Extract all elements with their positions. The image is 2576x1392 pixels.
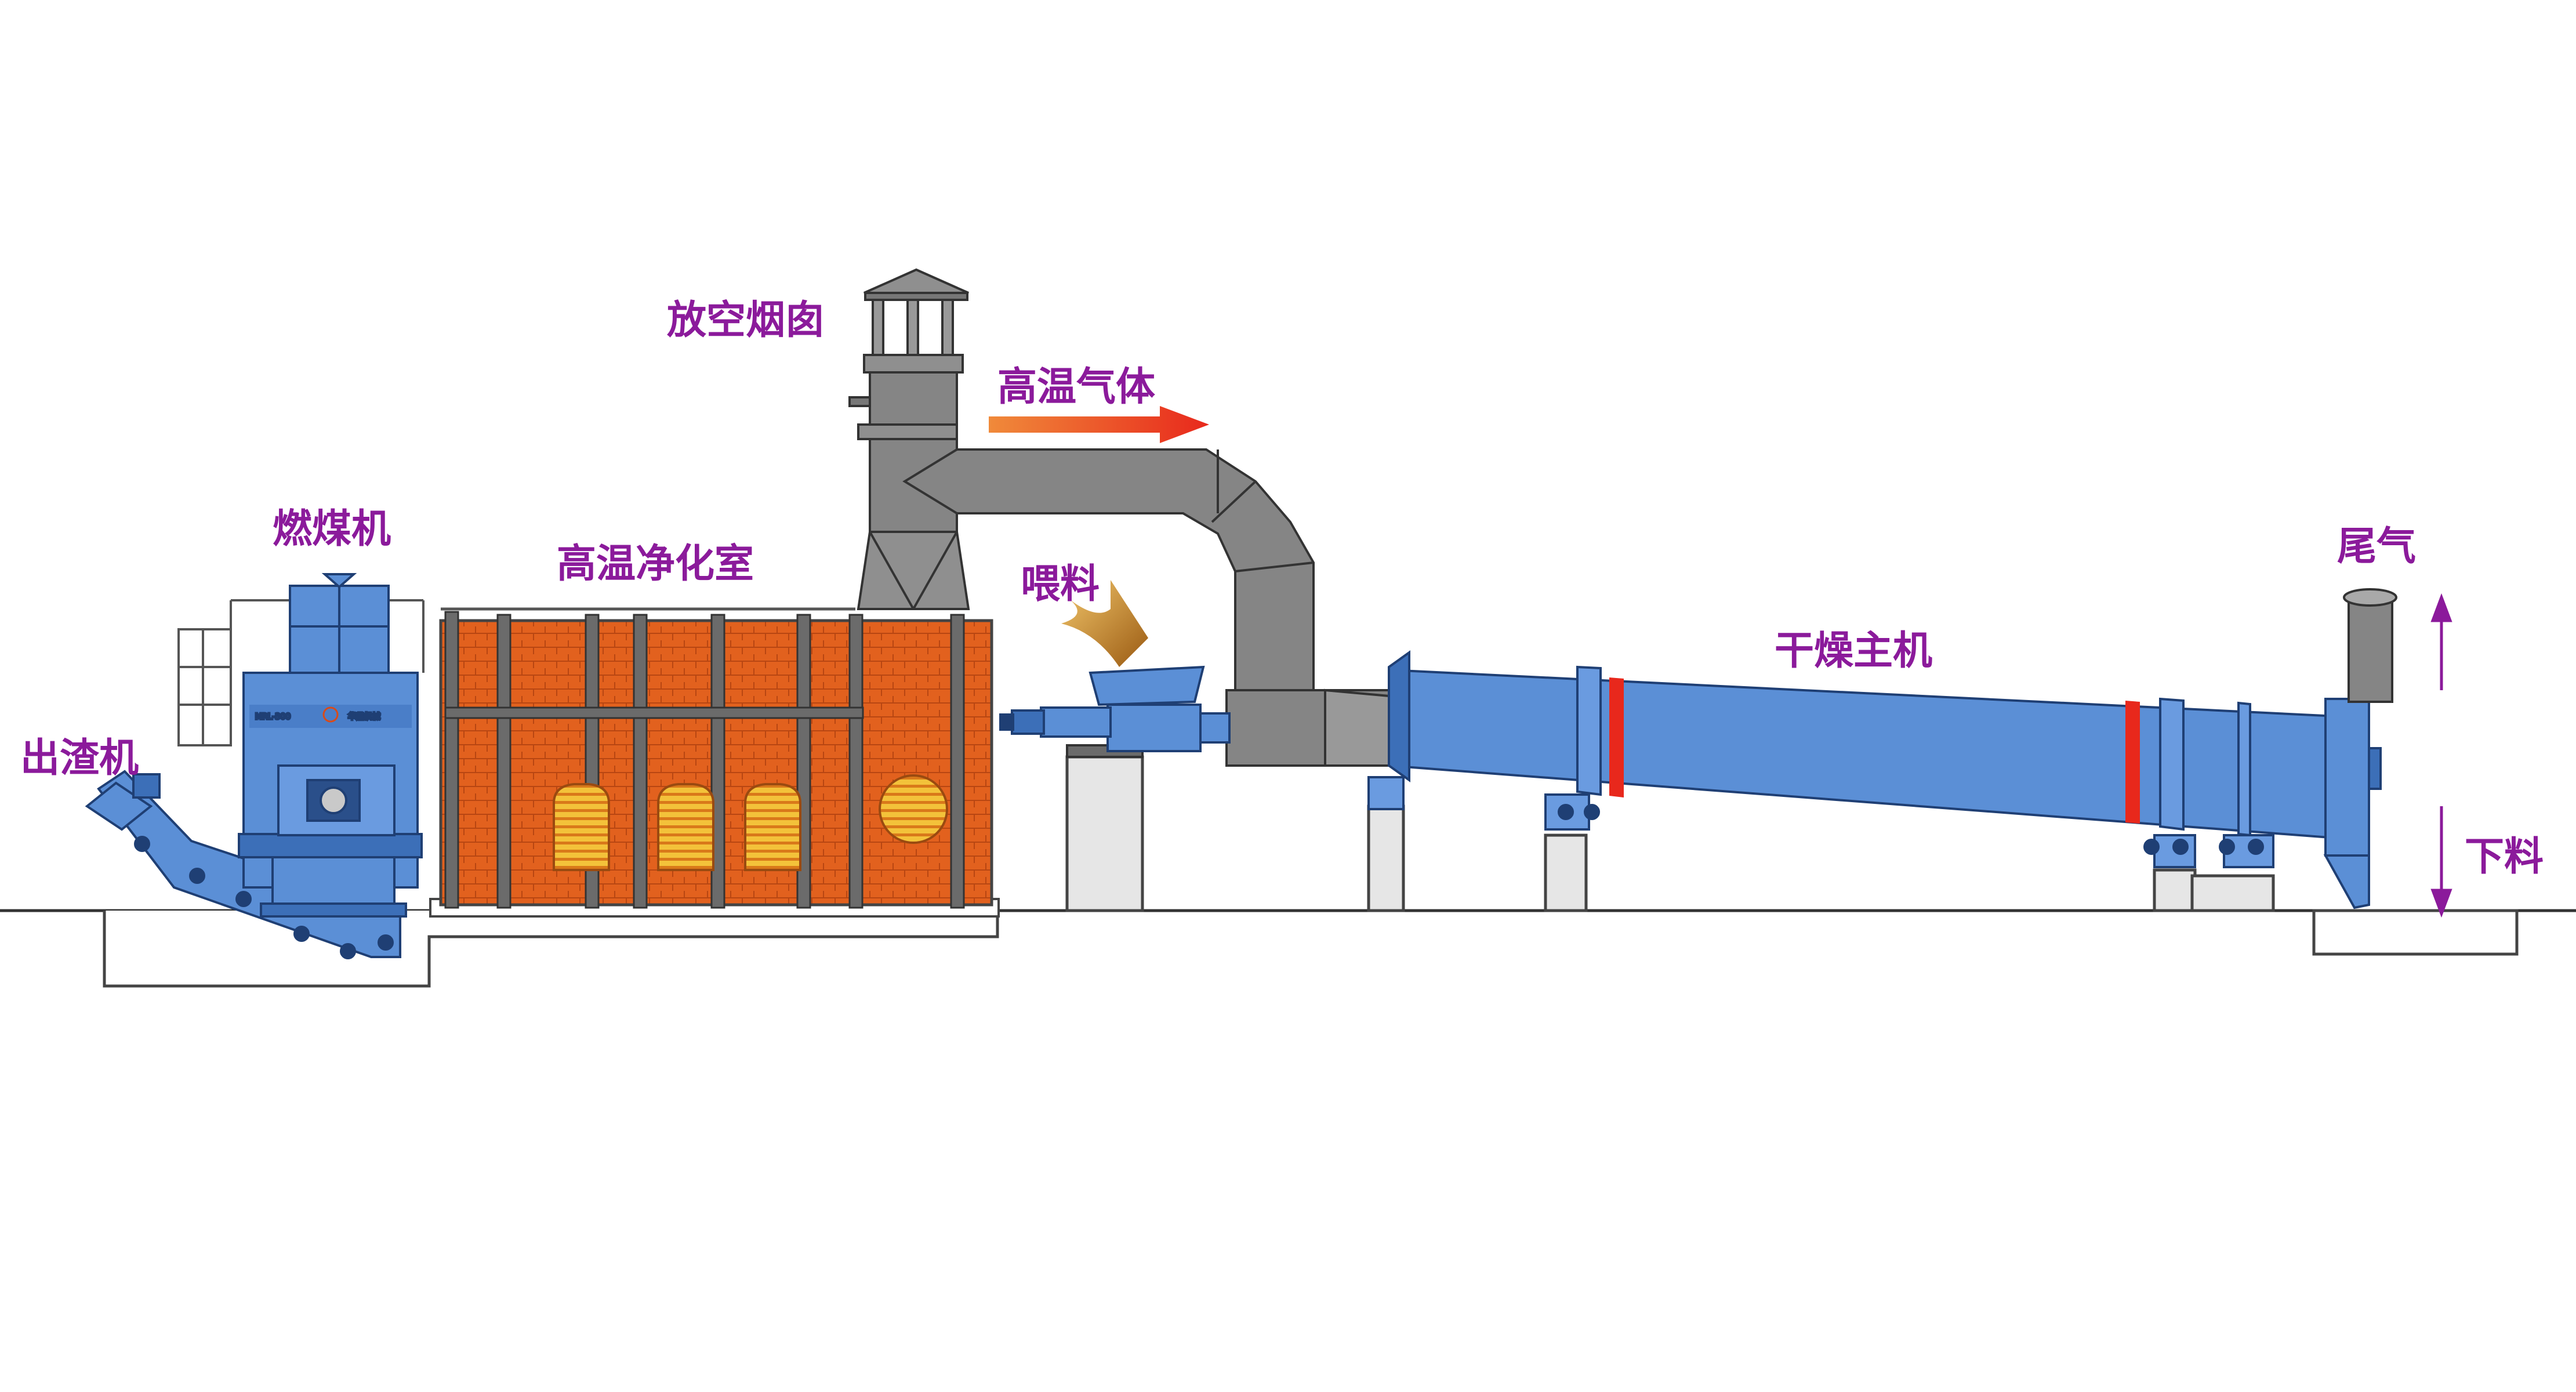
discharge-down-arrow <box>2430 806 2452 918</box>
purification-chamber <box>429 607 1000 918</box>
hot-gas-duct <box>902 448 1399 767</box>
label-discharge: 下料 <box>2465 834 2544 880</box>
label-slag-remover: 出渣机 <box>20 735 139 781</box>
hot-gas-arrow <box>989 406 1209 443</box>
label-exhaust: 尾气 <box>2337 524 2416 570</box>
label-hot-gas: 高温气体 <box>997 364 1155 410</box>
label-purification-chamber: 高温净化室 <box>557 541 754 587</box>
label-chimney: 放空烟囱 <box>667 298 825 343</box>
feeder <box>999 665 1231 758</box>
label-feeding: 喂料 <box>1021 561 1100 607</box>
chimney <box>848 268 970 610</box>
nameplate-model: MRL-300 <box>255 712 291 722</box>
feed-arrow <box>1061 580 1148 667</box>
coal-burner: MRL-300 华鼎机械 <box>177 573 425 918</box>
round-vent <box>879 774 948 844</box>
exhaust-stack <box>2343 588 2397 703</box>
rotary-dryer <box>1367 650 2382 909</box>
label-dryer: 干燥主机 <box>1775 628 1932 674</box>
exhaust-up-arrow <box>2430 593 2452 690</box>
label-coal-burner: 燃煤机 <box>273 506 391 552</box>
nameplate-brand: 华鼎机械 <box>348 712 380 722</box>
